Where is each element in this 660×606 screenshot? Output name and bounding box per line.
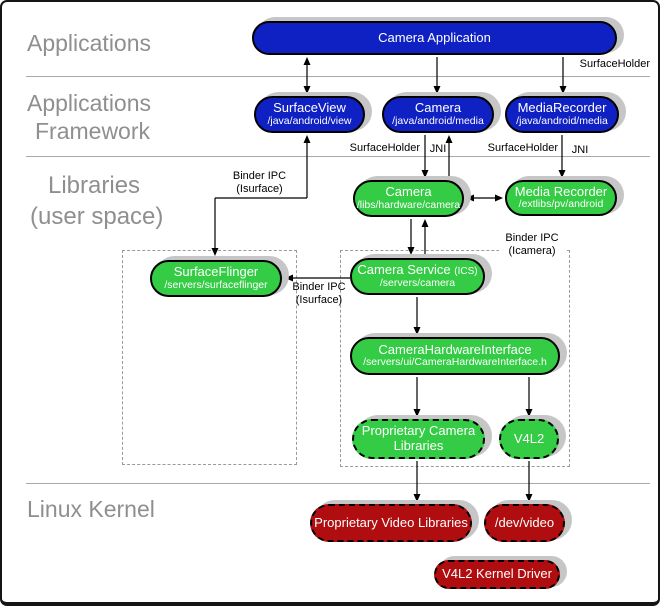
node-title: Camera: [385, 184, 432, 200]
cameraservice-process-container: [340, 250, 570, 467]
divider-framework-libraries: [26, 156, 650, 157]
node-title: SurfaceView: [273, 100, 346, 116]
node-title: V4L2 Kernel Driver: [442, 566, 552, 582]
node-path: /servers/ui/CameraHardwareInterface.h: [363, 356, 547, 369]
node-title: /dev/video: [494, 514, 555, 530]
layer-label-kernel: Linux Kernel: [27, 496, 155, 522]
node-camera-java: Camera /java/android/media: [382, 96, 494, 133]
node-path: /java/android/media: [516, 114, 608, 127]
surfaceflinger-process-container: [122, 250, 297, 465]
node-title: SurfaceFlinger: [173, 264, 259, 280]
node-title: Media Recorder: [514, 183, 608, 199]
arrow-app-camera: [433, 57, 441, 94]
node-proprietary-camera-libraries: Proprietary Camera Libraries: [352, 419, 485, 459]
arrow-cameralib-cameraservice: [407, 219, 429, 256]
node-camera-hardware-interface: CameraHardwareInterface /servers/ui/Came…: [350, 337, 560, 375]
edge-label-surfaceholder-mediarecorder: SurfaceHolder: [487, 142, 558, 154]
edge-label-surfaceholder-top: SurfaceHolder: [579, 58, 650, 70]
node-camera-service: Camera Service (ICS) /servers/camera: [350, 258, 485, 295]
arrow-chi-pcl: [413, 377, 421, 417]
arrow-app-mediarecorder: [559, 57, 567, 94]
arrow-cameraservice-chi: [413, 297, 421, 335]
node-path: /java/android/media: [392, 114, 484, 127]
arrow-camerajava-cameralib: [421, 135, 453, 178]
arrow-chi-v4l2: [525, 377, 533, 417]
node-v4l2-kernel-driver: V4L2 Kernel Driver: [434, 560, 560, 589]
layer-label-framework-line1: Applications: [27, 90, 152, 116]
node-camera-lib: Camera /libs/hardware/camera: [353, 180, 464, 217]
node-title: Camera Service (ICS): [357, 262, 478, 278]
arrow-app-surfaceview: [303, 57, 311, 94]
layer-label-libraries-line2: (user space): [30, 203, 164, 230]
edge-label-surfaceholder-camera: SurfaceHolder: [349, 142, 420, 154]
node-title: Camera Application: [378, 29, 491, 45]
node-title: MediaRecorder: [517, 100, 607, 116]
node-mediarecorder-java: MediaRecorder /java/android/media: [505, 96, 619, 133]
edge-label-binder-ipc-isurface-top: Binder IPC (Isurface): [232, 170, 287, 196]
arrow-binder-isurface: [211, 135, 311, 256]
divider-libraries-kernel: [26, 483, 650, 484]
arrow-mediarecorder-jni: [558, 135, 566, 178]
node-media-recorder-lib: Media Recorder /extlibs/pv/android: [505, 180, 617, 216]
node-camera-application: Camera Application: [252, 21, 617, 55]
node-title: Proprietary Camera Libraries: [361, 423, 476, 453]
node-dev-video: /dev/video: [484, 504, 565, 542]
node-path: /servers/camera: [379, 276, 456, 289]
edge-label-jni-camera: JNI: [429, 143, 447, 155]
node-v4l2: V4L2: [499, 419, 559, 459]
divider-applications-framework: [26, 76, 650, 77]
arrow-v4l2-devvideo: [525, 461, 533, 502]
node-title: Camera: [414, 100, 462, 116]
node-path: /servers/surfaceflinger: [164, 278, 268, 291]
arrow-cameralib-mediarecorderlib: [466, 194, 503, 202]
edge-label-jni-mediarecorder: JNI: [571, 144, 589, 156]
node-path: /libs/hardware/camera: [356, 198, 461, 211]
node-surfaceview: SurfaceView /java/android/view: [254, 96, 365, 133]
edge-label-binder-ipc-isurface-mid: Binder IPC (Isurface): [292, 281, 346, 307]
layer-label-framework-line2: Framework: [35, 118, 151, 144]
node-path: /extlibs/pv/android: [518, 198, 604, 211]
node-proprietary-video-libraries: Proprietary Video Libraries: [310, 504, 472, 542]
arrow-cameraservice-surfaceflinger: [285, 274, 350, 282]
edge-label-binder-ipc-icamera: Binder IPC (Icamera): [499, 232, 565, 259]
node-title: Proprietary Video Libraries: [314, 514, 468, 530]
arrow-pcl-pvl: [413, 461, 421, 502]
node-path: /java/android/view: [267, 114, 352, 127]
node-title: V4L2: [513, 430, 545, 446]
node-title-suffix: (ICS): [454, 266, 478, 278]
layer-label-libraries-line1: Libraries: [48, 172, 141, 199]
node-title: CameraHardwareInterface: [378, 341, 532, 357]
node-surfaceflinger: SurfaceFlinger /servers/surfaceflinger: [150, 260, 282, 297]
layer-label-applications: Applications: [27, 30, 152, 56]
